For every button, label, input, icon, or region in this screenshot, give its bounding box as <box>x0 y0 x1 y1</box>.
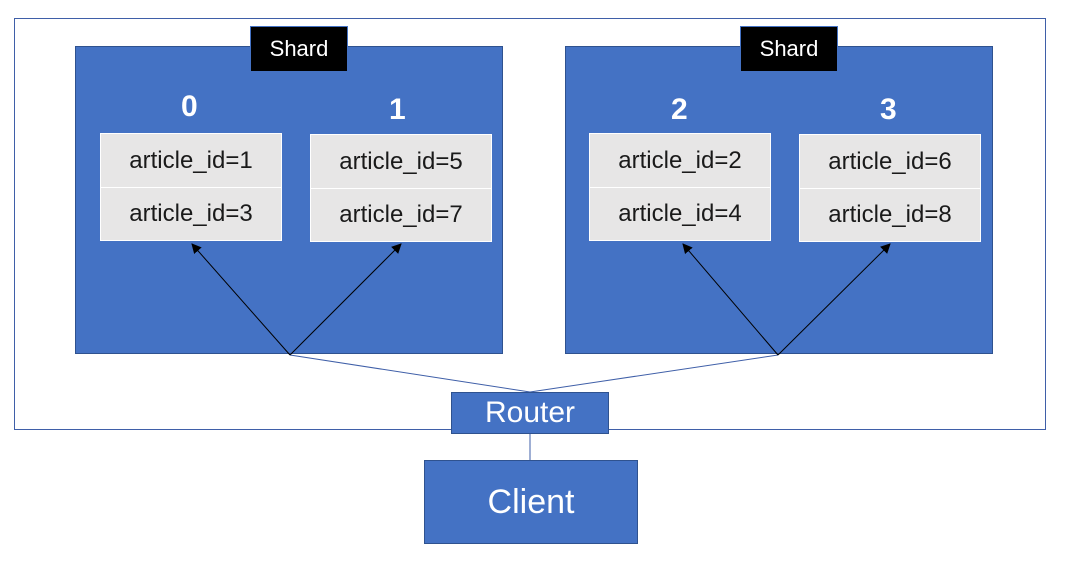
partition-1-row-2: article_id=7 <box>311 188 491 241</box>
partition-1-row-1: article_id=5 <box>339 147 463 175</box>
client-node: Client <box>424 460 638 544</box>
partition-box-2: article_id=2 article_id=4 <box>589 133 771 241</box>
partition-2-row-1: article_id=2 <box>618 146 742 174</box>
partition-number-1: 1 <box>389 93 406 126</box>
partition-box-3: article_id=6 article_id=8 <box>799 134 981 242</box>
partition-number-0: 0 <box>181 90 198 123</box>
partition-2-row-2: article_id=4 <box>590 187 770 240</box>
shard-tag-right: Shard <box>740 26 838 72</box>
partition-number-3: 3 <box>880 93 897 126</box>
partition-number-2: 2 <box>671 93 688 126</box>
shard-tag-left: Shard <box>250 26 348 72</box>
partition-0-row-2: article_id=3 <box>101 187 281 240</box>
partition-3-row-2: article_id=8 <box>800 188 980 241</box>
partition-3-row-1: article_id=6 <box>828 147 952 175</box>
router-node: Router <box>451 392 609 434</box>
partition-box-1: article_id=5 article_id=7 <box>310 134 492 242</box>
partition-0-row-1: article_id=1 <box>129 146 253 174</box>
partition-box-0: article_id=1 article_id=3 <box>100 133 282 241</box>
